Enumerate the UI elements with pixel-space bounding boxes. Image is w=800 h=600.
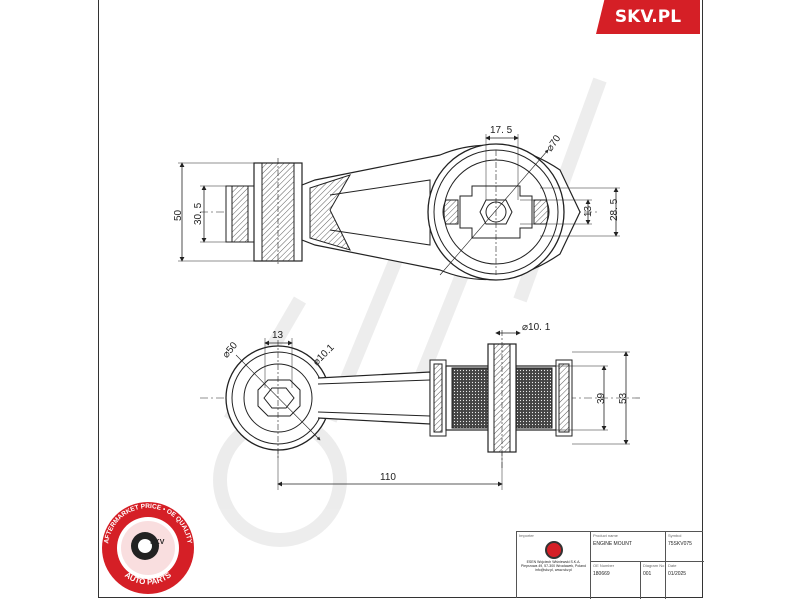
dim-d50: ⌀50 [221, 340, 241, 361]
product-name-label: Product name [593, 533, 618, 538]
dim-39: 39 [596, 392, 607, 404]
dim-53: 53 [618, 392, 629, 404]
dim-d10-1-left: ⌀10.1 [311, 342, 337, 368]
symbol-cell: Symbol 75SKV075 [666, 532, 704, 562]
oe-number-label: OE Number [593, 563, 615, 568]
symbol: 75SKV075 [668, 541, 692, 547]
date-cell: Date 01/2025 [666, 562, 704, 599]
date-label: Date [668, 563, 677, 568]
dim-17-5: 17. 5 [490, 125, 513, 136]
diagram-no-cell: Diagram No 001 [641, 562, 666, 599]
dim-28-5: 28. 5 [609, 198, 620, 221]
bottom-view [200, 330, 640, 490]
company-line-1: ESEN Wojciech Wiśniewski S.K.A. [526, 560, 581, 564]
dim-d10-1-right: ⌀10. 1 [522, 322, 551, 333]
brand-logo-text: SKV.PL [614, 7, 682, 27]
dim-30-5: 30. 5 [193, 202, 204, 225]
brand-logo[interactable]: SKV.PL [596, 0, 700, 34]
dim-110: 110 [380, 472, 396, 483]
watermark [213, 77, 607, 547]
diagram-no-label: Diagram No [643, 563, 665, 568]
dim-13: 13 [583, 205, 594, 217]
quality-seal: AFTERMARKET PRICE • OE QUALITY AUTO PART… [102, 502, 194, 594]
seal-center-text: SKV [150, 539, 165, 546]
top-view [178, 134, 620, 281]
oe-number-cell: OE Number 180669 [591, 562, 641, 599]
product-name-cell: Product name ENGINE MOUNT [591, 532, 666, 562]
dim-d70: ⌀70 [544, 133, 563, 154]
oe-number: 180669 [593, 571, 610, 577]
importer-logo [544, 541, 563, 559]
product-name: ENGINE MOUNT [593, 541, 632, 547]
title-block: Importer ESEN Wojciech Wiśniewski S.K.A.… [516, 531, 704, 599]
company-line-3: info@skv.pl, www.skv.pl [535, 568, 572, 572]
dim-50: 50 [173, 209, 184, 221]
importer-label: Importer [519, 533, 534, 538]
diagram-no: 001 [643, 571, 652, 577]
dim-13-bottom: 13 [272, 330, 284, 341]
date: 01/2025 [668, 571, 687, 577]
symbol-label: Symbol [668, 533, 682, 538]
company-line-2: Pieprzowa 49, 57-300 Wrocławek, Poland [521, 564, 586, 568]
importer-cell: Importer ESEN Wojciech Wiśniewski S.K.A.… [517, 532, 591, 599]
drawing-frame [98, 0, 703, 598]
